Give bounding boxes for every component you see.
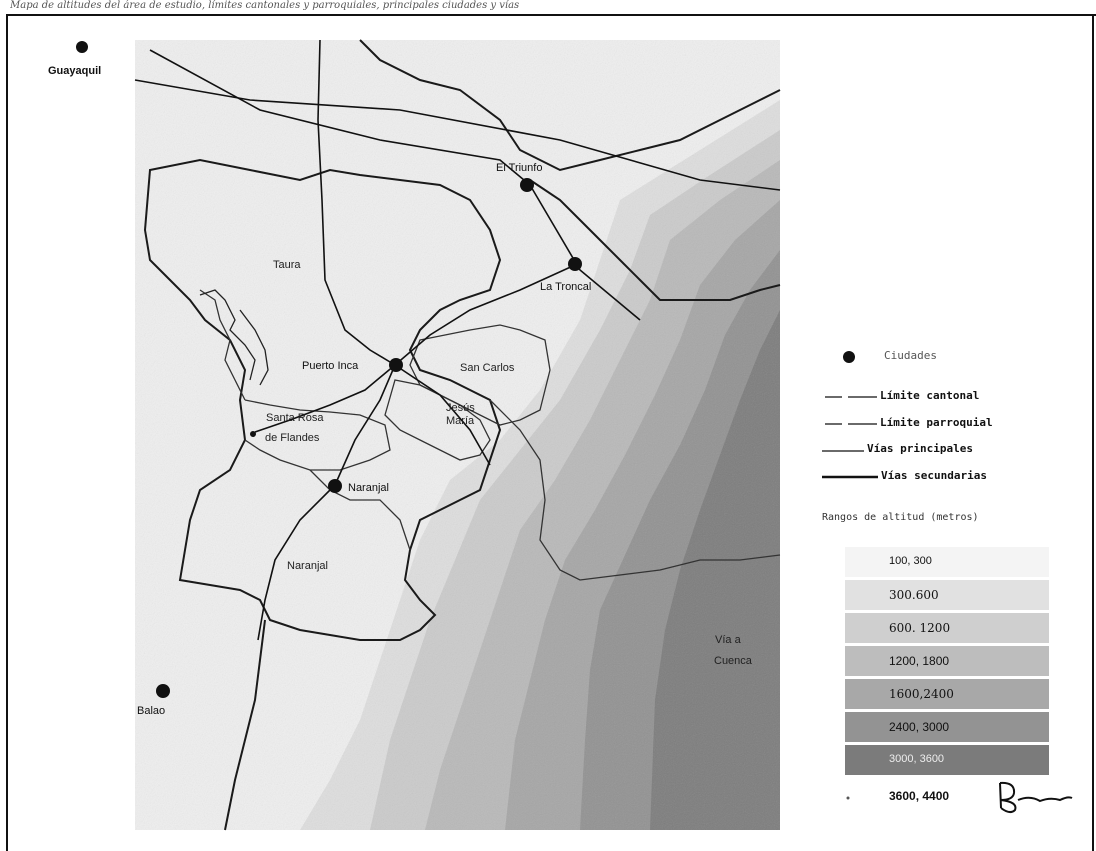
legend-swatch-1600-2400 [845, 679, 1049, 709]
signature-stroke-b [999, 781, 1017, 814]
cantonal-boundary-east-arm [529, 179, 781, 301]
terrain-grain [135, 40, 780, 830]
legend-range-1200-1800: 1200, 1800 [889, 654, 950, 668]
frame-border-right [1092, 14, 1094, 851]
city-markers [76, 41, 582, 698]
label-balao: Balao [137, 705, 165, 717]
legend-swatch-300-600 [845, 580, 1049, 610]
legend-swatch-2400-3000 [845, 712, 1049, 742]
estuary-outline-2 [239, 309, 269, 386]
parish-boundary-east [489, 399, 781, 581]
legend-label-vias-secundarias: Vías secundarias [881, 469, 987, 482]
legend-range-100-300: 100, 300 [889, 555, 932, 567]
legend-swatch-600-1200 [845, 613, 1049, 643]
label-naranjal-city: Naranjal [348, 482, 389, 494]
road-east-diagonal [394, 364, 491, 466]
legend-range-1600-2400: 1600,2400 [889, 687, 954, 701]
legend-range-3600-4400: 3600, 4400 [889, 789, 950, 803]
city-marker-guayaquil [76, 41, 88, 53]
label-jesus-maria-line1: Jesús [446, 402, 475, 414]
label-puerto-inca: Puerto Inca [302, 360, 359, 372]
legend-range-600-1200: 600. 1200 [889, 621, 951, 635]
label-santa-rosa-line2: de Flandes [265, 432, 320, 444]
label-el-triunfo: El Triunfo [496, 162, 542, 174]
label-via-cuenca-line1: Vía a [715, 634, 742, 646]
label-jesus-maria-line2: María [446, 415, 475, 427]
road-santa-rosa [254, 364, 396, 433]
roads [134, 39, 781, 641]
city-marker-balao [156, 684, 170, 698]
parish-boundary-santa-rosa [244, 399, 391, 471]
cantonal-boundary-south-line [224, 619, 266, 831]
road-naranjal-south [257, 484, 336, 641]
label-santa-rosa-line1: Santa Rosa [266, 412, 324, 424]
road-vertical [317, 39, 396, 366]
city-marker-naranjal [328, 479, 342, 493]
legend-range-300-600: 300.600 [889, 588, 939, 602]
city-marker-puerto-inca [389, 358, 403, 372]
frame-border-left [6, 14, 8, 851]
signature-mark [999, 781, 1073, 814]
signature-stroke-tail [1017, 796, 1073, 803]
legend-swatch-1200-1800 [845, 646, 1049, 676]
parish-boundary-naranjal [309, 469, 411, 551]
road-la-troncal-puerto-inca [394, 264, 576, 366]
label-la-troncal: La Troncal [540, 281, 591, 293]
label-taura: Taura [273, 259, 301, 271]
legend-label-limite-parroquial: Límite parroquial [880, 416, 993, 429]
cantonal-boundary-north [359, 39, 781, 172]
label-guayaquil: Guayaquil [48, 65, 101, 77]
legend-title-rangos: Rangos de altitud (metros) [822, 512, 979, 523]
cantonal-boundaries [143, 39, 781, 831]
legend-swatch-3000-3600 [845, 745, 1049, 775]
legend-city-icon [843, 351, 855, 363]
cantonal-boundary-main [143, 158, 502, 641]
city-marker-santa-rosa [250, 431, 256, 437]
legend-range-3000-3600: 3000, 3600 [889, 753, 945, 765]
road-north-east [149, 49, 641, 321]
legend-small-dot [846, 796, 850, 800]
road-puerto-inca-naranjal [334, 364, 396, 486]
legend-label-limite-cantonal: Límite cantonal [880, 389, 980, 402]
label-via-cuenca-line2: Cuenca [714, 655, 753, 667]
estuary-outline [199, 289, 256, 381]
city-marker-la-troncal [568, 257, 582, 271]
parish-boundary-coast [199, 289, 246, 401]
legend-label-ciudades: Ciudades [884, 349, 937, 362]
legend-swatch-100-300 [845, 547, 1049, 577]
road-top [134, 79, 781, 191]
parish-boundaries [199, 289, 781, 581]
frame-border-top [6, 14, 1096, 16]
figure-caption: Mapa de altitudes del área de estudio, l… [10, 0, 520, 11]
city-marker-el-triunfo [520, 178, 534, 192]
estuary-outlines [199, 289, 269, 386]
legend-label-vias-principales: Vías principales [867, 442, 973, 455]
label-san-carlos: San Carlos [460, 362, 515, 374]
label-naranjal-parish: Naranjal [287, 560, 328, 572]
legend-range-2400-3000: 2400, 3000 [889, 720, 950, 734]
